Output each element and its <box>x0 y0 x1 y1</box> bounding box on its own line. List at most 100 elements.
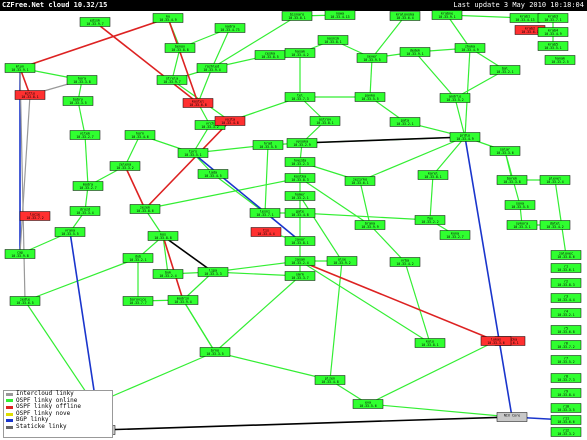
node-ip: 10.33.4.9 <box>159 18 176 22</box>
node-ip: 10.33.4.13 <box>515 18 534 22</box>
node-box <box>414 338 446 348</box>
node-box <box>281 11 313 21</box>
legend-swatch <box>6 392 13 396</box>
node-nix-core[interactable]: NIX Core <box>496 412 528 422</box>
